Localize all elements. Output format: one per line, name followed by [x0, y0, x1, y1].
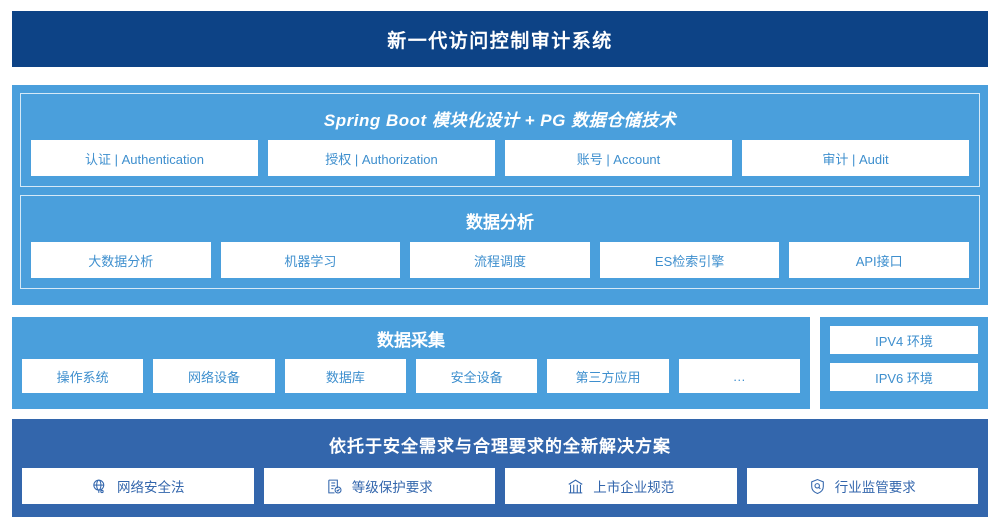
environment-card-ipv4[interactable]: IPV4 环境	[830, 326, 978, 354]
bank-building-icon	[567, 478, 584, 495]
environment-card-ipv6[interactable]: IPV6 环境	[830, 363, 978, 391]
solution-layer-items: 网络安全法 等级保护要求	[22, 468, 978, 504]
analysis-card-label: 机器学习	[284, 253, 337, 269]
collection-row: 数据采集 操作系统 网络设备 数据库 安全设备 第三方应用 …	[12, 317, 988, 409]
compliance-card-listed-company[interactable]: 上市企业规范	[505, 468, 737, 504]
compliance-card-industry-regulation[interactable]: 行业监管要求	[746, 468, 978, 504]
source-card-label: 操作系统	[56, 369, 109, 385]
solution-layer-title: 依托于安全需求与合理要求的全新解决方案	[329, 437, 671, 456]
analysis-card-label: 流程调度	[473, 253, 526, 269]
source-card-label: …	[732, 368, 746, 384]
platform-stack-container: Spring Boot 模块化设计 + PG 数据仓储技术 认证 | Authe…	[12, 85, 988, 305]
analysis-card-label: ES检索引擎	[654, 253, 725, 269]
compliance-card-label: 上市企业规范	[593, 480, 675, 495]
analysis-card-bigdata[interactable]: 大数据分析	[31, 242, 211, 278]
collection-layer-panel: 数据采集 操作系统 网络设备 数据库 安全设备 第三方应用 …	[12, 317, 810, 409]
application-layer-items: 认证 | Authentication 授权 | Authorization 账…	[31, 140, 969, 176]
shield-search-icon	[809, 478, 826, 495]
compliance-card-classified-protection[interactable]: 等级保护要求	[263, 468, 495, 504]
source-card-label: 安全设备	[450, 369, 503, 385]
module-card-label: 认证 | Authentication	[85, 151, 204, 167]
source-card-label: 数据库	[325, 369, 365, 385]
compliance-card-label: 等级保护要求	[351, 480, 433, 495]
collection-layer-items: 操作系统 网络设备 数据库 安全设备 第三方应用 …	[22, 359, 800, 393]
application-layer-title: Spring Boot 模块化设计 + PG 数据仓储技术	[323, 111, 677, 130]
module-card-account[interactable]: 账号 | Account	[505, 140, 732, 176]
source-card-operating-system[interactable]: 操作系统	[22, 359, 144, 393]
collection-layer-title: 数据采集	[377, 331, 445, 350]
analysis-layer-items: 大数据分析 机器学习 流程调度 ES检索引擎 API接口	[31, 242, 969, 278]
analysis-card-label: API接口	[855, 253, 903, 269]
module-card-authentication[interactable]: 认证 | Authentication	[31, 140, 258, 176]
page-title: 新一代访问控制审计系统	[387, 30, 613, 52]
module-card-label: 审计 | Audit	[822, 151, 889, 167]
source-card-third-party-app[interactable]: 第三方应用	[547, 359, 669, 393]
analysis-card-process-scheduling[interactable]: 流程调度	[410, 242, 590, 278]
source-card-more[interactable]: …	[678, 359, 800, 393]
module-card-label: 账号 | Account	[576, 151, 661, 167]
page-header: 新一代访问控制审计系统	[12, 11, 988, 67]
analysis-card-label: 大数据分析	[88, 253, 154, 269]
source-card-security-device[interactable]: 安全设备	[415, 359, 538, 393]
application-layer-panel: Spring Boot 模块化设计 + PG 数据仓储技术 认证 | Authe…	[20, 93, 980, 187]
solution-layer-panel: 依托于安全需求与合理要求的全新解决方案 网络安全法	[12, 419, 988, 517]
analysis-layer-panel: 数据分析 大数据分析 机器学习 流程调度 ES检索引擎 API接口	[20, 195, 980, 289]
source-card-label: 第三方应用	[575, 369, 641, 385]
compliance-card-label: 网络安全法	[117, 480, 185, 495]
environment-card-label: IPV6 环境	[875, 370, 933, 386]
environment-card-label: IPV4 环境	[875, 333, 933, 349]
source-card-database[interactable]: 数据库	[284, 359, 406, 393]
module-card-label: 授权 | Authorization	[325, 151, 438, 167]
environment-panel: IPV4 环境 IPV6 环境	[820, 317, 988, 409]
module-card-audit[interactable]: 审计 | Audit	[742, 140, 969, 176]
module-card-authorization[interactable]: 授权 | Authorization	[268, 140, 495, 176]
analysis-layer-title: 数据分析	[466, 213, 534, 232]
document-check-icon	[326, 478, 343, 495]
analysis-card-es-search[interactable]: ES检索引擎	[599, 242, 780, 278]
analysis-card-api[interactable]: API接口	[789, 242, 969, 278]
compliance-card-cybersecurity-law[interactable]: 网络安全法	[22, 468, 254, 504]
source-card-network-device[interactable]: 网络设备	[153, 359, 275, 393]
compliance-card-label: 行业监管要求	[834, 480, 916, 495]
globe-network-icon	[91, 478, 108, 495]
source-card-label: 网络设备	[187, 369, 240, 385]
analysis-card-machine-learning[interactable]: 机器学习	[220, 242, 401, 278]
